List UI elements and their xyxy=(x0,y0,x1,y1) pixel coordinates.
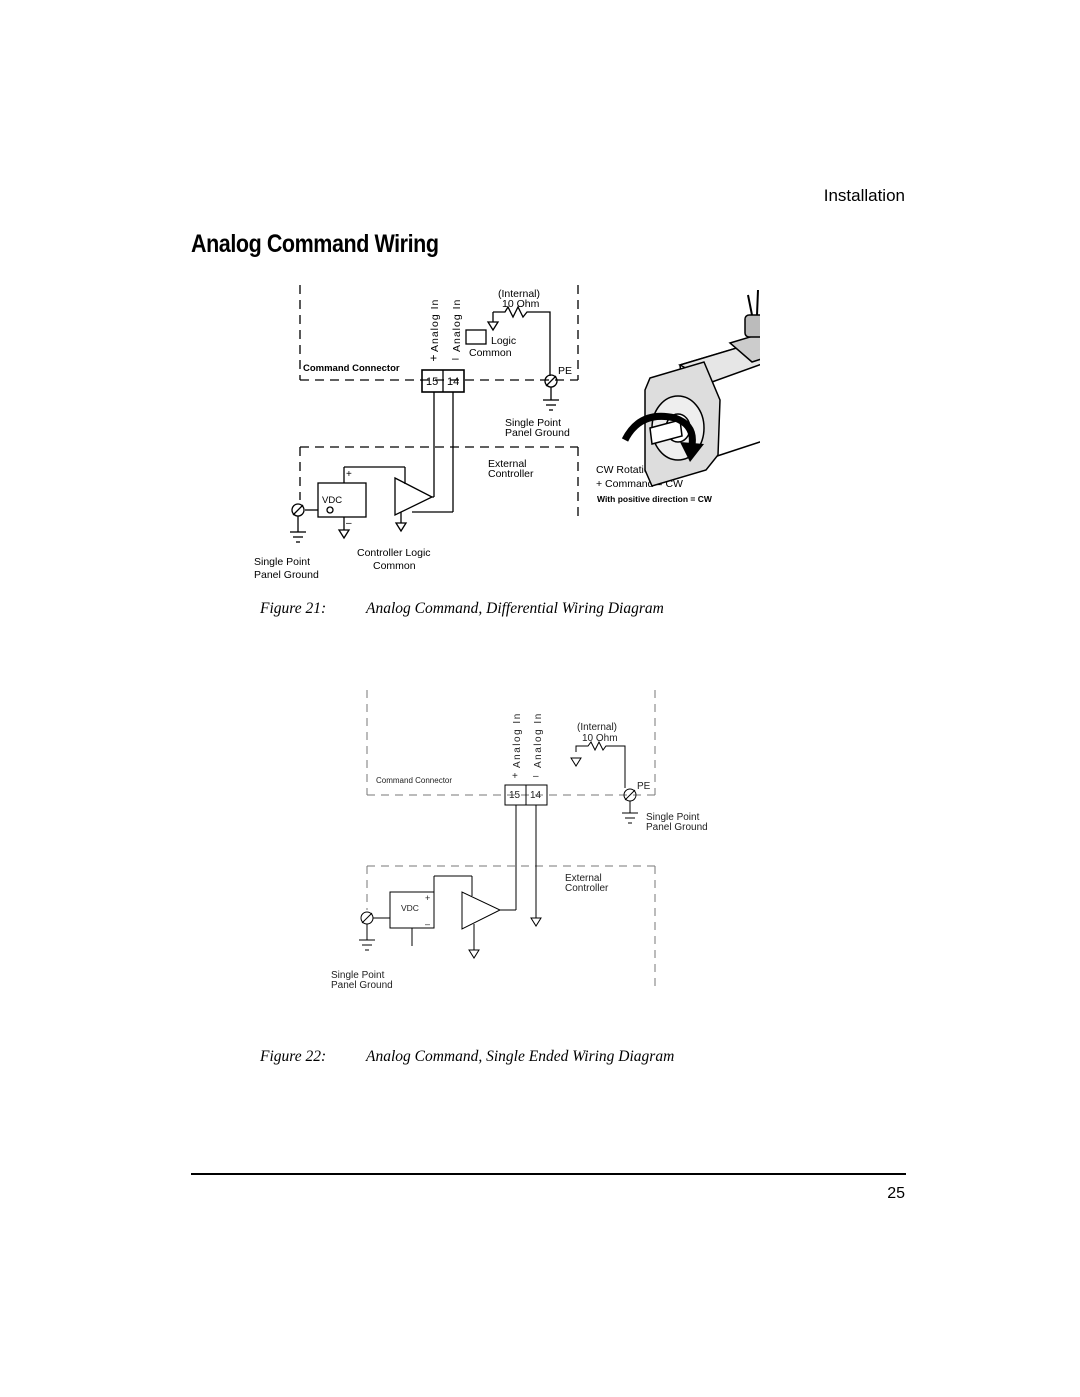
controller-label: Controller xyxy=(488,468,534,480)
servo-motor-image xyxy=(621,289,760,487)
minus-sign-2: – xyxy=(533,771,539,782)
single-point-right-2: Single Point xyxy=(646,812,700,823)
footer-rule xyxy=(191,1173,906,1175)
panel-ground-left: Panel Ground xyxy=(254,569,319,581)
vdc-label-2: VDC xyxy=(401,903,419,913)
pin-14-2: 14 xyxy=(530,790,542,801)
differential-wiring-diagram: Analog In + Analog In – (Internal) 10 Oh… xyxy=(254,285,760,581)
pe-label: PE xyxy=(558,365,572,377)
section-header: Installation xyxy=(823,186,905,205)
pin-15: 15 xyxy=(426,376,438,388)
analog-in-plus-label-2: Analog In xyxy=(512,712,523,768)
pin-15-2: 15 xyxy=(509,790,521,801)
panel-ground-left-2: Panel Ground xyxy=(331,980,393,991)
cw-rotation-label: CW Rotation xyxy=(596,464,656,476)
single-ended-wiring-diagram: Analog In + Analog In – (Internal) 10 Oh… xyxy=(331,690,708,991)
external-label-2: External xyxy=(565,873,602,884)
command-connector-label-2: Command Connector xyxy=(376,776,452,785)
pe-label-2: PE xyxy=(637,781,651,792)
figure-21-number: Figure 21: xyxy=(260,600,327,617)
controller-common-label: Common xyxy=(373,560,416,572)
panel-ground-right-2: Panel Ground xyxy=(646,822,708,833)
logic-label: Logic xyxy=(491,335,516,347)
analog-in-minus-label: Analog In xyxy=(451,299,463,352)
positive-direction-label: With positive direction = CW xyxy=(597,494,713,504)
plus-sign: + xyxy=(430,351,437,365)
figure-22-text: Analog Command, Single Ended Wiring Diag… xyxy=(366,1048,675,1065)
pin-14: 14 xyxy=(447,376,459,388)
figure-22-caption: Figure 22: Analog Command, Single Ended … xyxy=(0,1048,1080,1068)
internal-label: (Internal) xyxy=(498,288,540,300)
ohm-label: 10 Ohm xyxy=(502,298,540,310)
external-label: External xyxy=(488,458,527,470)
page-title: Analog Command Wiring xyxy=(191,230,439,258)
controller-logic-label: Controller Logic xyxy=(357,547,431,559)
minus-sign: – xyxy=(452,351,459,365)
vdc-minus: – xyxy=(346,518,352,529)
vdc-label: VDC xyxy=(322,495,342,506)
vdc-plus-2: + xyxy=(425,893,430,903)
page-number: 25 xyxy=(887,1185,905,1202)
figure-21-text: Analog Command, Differential Wiring Diag… xyxy=(366,600,664,617)
figure-21-caption: Figure 21: Analog Command, Differential … xyxy=(0,600,1080,620)
command-connector-label: Command Connector xyxy=(303,363,400,374)
panel-ground-right: Panel Ground xyxy=(505,427,570,439)
vdc-plus: + xyxy=(346,469,352,480)
analog-in-minus-label-2: Analog In xyxy=(533,712,544,768)
single-point-left-2: Single Point xyxy=(331,970,385,981)
controller-label-2: Controller xyxy=(565,883,609,894)
figure-22-number: Figure 22: xyxy=(260,1048,327,1065)
common-label: Common xyxy=(469,347,512,359)
plus-sign-2: + xyxy=(512,771,518,782)
single-point-left: Single Point xyxy=(254,556,310,568)
vdc-minus-2: – xyxy=(425,919,430,929)
analog-in-plus-label: Analog In xyxy=(429,299,441,352)
single-point-right: Single Point xyxy=(505,417,561,429)
ohm-label-2: 10 Ohm xyxy=(582,733,618,744)
internal-label-2: (Internal) xyxy=(577,722,617,733)
